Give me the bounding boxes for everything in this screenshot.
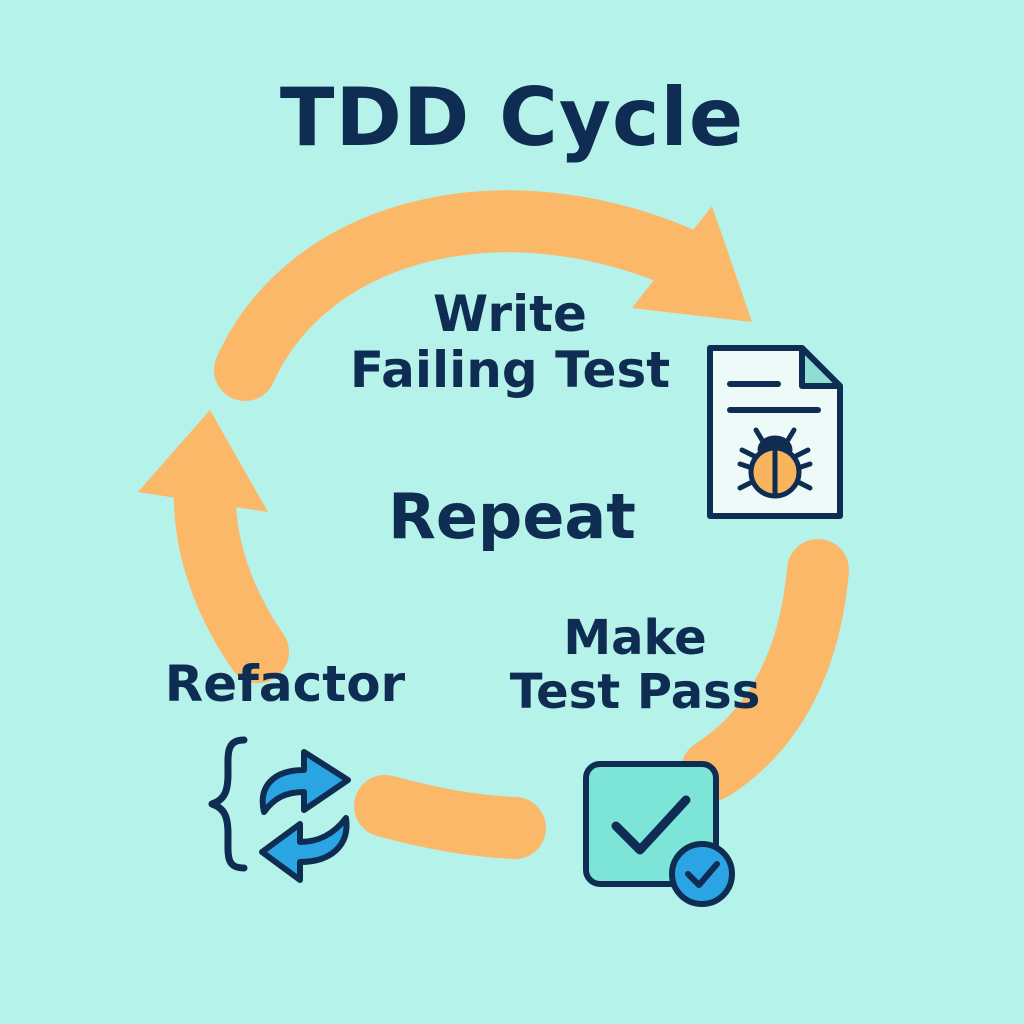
arrow-left-head [138, 410, 268, 512]
step-write-line-2: Failing Test [349, 341, 671, 399]
step-pass-label: Make Test Pass [460, 610, 810, 720]
step-write-label: Write Failing Test [320, 286, 700, 398]
arrow-right-icon [259, 749, 351, 815]
arrow-right [681, 539, 849, 801]
check-box-icon [583, 761, 735, 907]
arrow-left [174, 467, 289, 683]
step-pass-line-2: Test Pass [509, 663, 761, 720]
diagram-title: TDD Cycle [279, 71, 745, 164]
arrow-top [214, 190, 721, 401]
arrow-left-icon [259, 815, 350, 883]
step-write-line-1: Write [433, 285, 587, 343]
center-label: Repeat [388, 480, 636, 553]
check-badge-icon [669, 841, 735, 907]
step-pass-line-1: Make [563, 610, 707, 666]
bug-icon [737, 427, 813, 499]
arrow-top-head [632, 206, 752, 322]
refactor-braces-icon [208, 736, 351, 883]
bug-document-icon [707, 345, 843, 519]
step-refactor-line-1: Refactor [164, 655, 406, 713]
step-refactor-label: Refactor [140, 656, 430, 712]
left-brace-icon [208, 736, 248, 872]
arrow-bottom [354, 775, 546, 859]
